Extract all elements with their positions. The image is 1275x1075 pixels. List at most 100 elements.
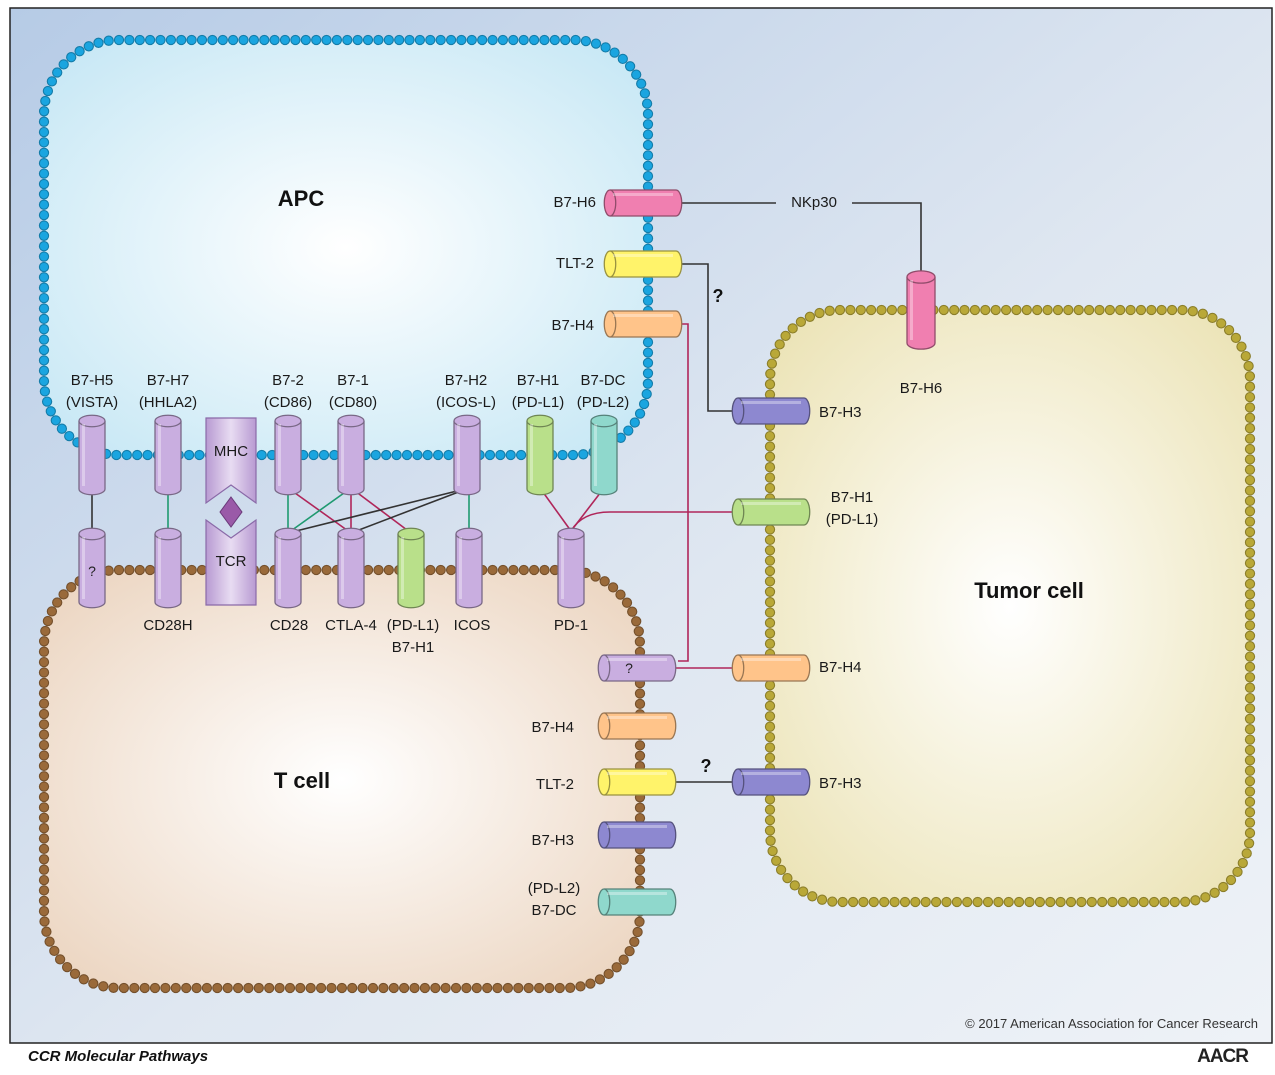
membrane-bead <box>1117 896 1129 908</box>
mhc-shape <box>205 417 257 505</box>
membrane-bead <box>631 69 642 80</box>
membrane-bead <box>134 564 145 576</box>
membrane-bead <box>1244 516 1256 527</box>
membrane-bead <box>52 597 63 608</box>
pd1-molecule <box>557 527 585 609</box>
membrane-bead <box>769 348 781 359</box>
membrane-bead <box>1000 304 1012 316</box>
membrane-bead <box>46 76 58 87</box>
membrane-bead <box>113 564 125 576</box>
tumor-b7h4-molecule <box>731 654 811 682</box>
membrane-bead <box>435 564 446 576</box>
membrane-bead <box>886 304 898 316</box>
membrane-bead <box>634 636 646 647</box>
membrane-bead <box>518 34 529 46</box>
cd28-label: CD28 <box>270 617 308 634</box>
membrane-bead <box>642 368 654 379</box>
b71-alias: (CD80) <box>329 394 377 411</box>
membrane-bead <box>578 449 589 460</box>
membrane-bead <box>38 667 50 678</box>
membrane-bead <box>38 864 50 875</box>
membrane-bead <box>1086 896 1097 908</box>
membrane-bead <box>487 564 498 576</box>
membrane-bead <box>982 896 994 908</box>
membrane-bead <box>764 638 776 649</box>
apc-b7h6-label: B7-H6 <box>553 194 596 211</box>
membrane-bead <box>38 106 50 117</box>
membrane-bead <box>38 677 50 689</box>
membrane-bead <box>83 41 94 52</box>
pdl1-pd1-line <box>539 487 572 532</box>
membrane-bead <box>300 34 311 46</box>
membrane-bead <box>144 564 156 576</box>
membrane-bead <box>217 34 228 46</box>
membrane-bead <box>149 982 161 994</box>
apc-b7h6-molecule <box>603 189 683 217</box>
membrane-bead <box>1083 304 1095 316</box>
membrane-bead <box>113 34 125 46</box>
membrane-bead <box>920 896 931 908</box>
membrane-bead <box>962 896 973 908</box>
membrane-bead <box>66 582 77 593</box>
membrane-bead <box>253 982 264 994</box>
membrane-bead <box>38 365 50 376</box>
membrane-bead <box>1244 568 1256 579</box>
membrane-bead <box>412 449 423 461</box>
membrane-bead <box>549 34 560 46</box>
membrane-bead <box>621 597 633 608</box>
b72-alias: (CD86) <box>264 394 312 411</box>
b7dc-label: B7-DC <box>580 372 625 389</box>
tcr-label: TCR <box>216 553 247 570</box>
b7h1-alias: (PD-L1) <box>512 394 565 411</box>
membrane-bead <box>201 982 213 994</box>
membrane-bead <box>764 700 776 712</box>
membrane-bead <box>641 388 652 400</box>
membrane-bead <box>1244 547 1256 558</box>
membrane-bead <box>1244 506 1256 517</box>
membrane-bead <box>38 812 50 823</box>
membrane-bead <box>764 534 776 546</box>
membrane-bead <box>38 126 50 138</box>
membrane-bead <box>461 982 472 994</box>
membrane-bead <box>565 982 576 993</box>
membrane-bead <box>1244 796 1256 808</box>
membrane-bead <box>539 34 550 46</box>
membrane-bead <box>876 304 887 316</box>
apc-cell <box>44 40 648 455</box>
membrane-bead <box>38 729 50 740</box>
membrane-bead <box>824 305 835 316</box>
tumor-cell-label: Tumor cell <box>974 578 1084 603</box>
membrane-bead <box>311 34 322 46</box>
t-b7h4-molecule <box>597 712 677 740</box>
membrane-bead <box>1244 464 1256 475</box>
membrane-bead <box>972 896 983 908</box>
membrane-bead <box>764 721 776 732</box>
membrane-bead <box>1097 896 1108 908</box>
membrane-bead <box>990 304 1001 316</box>
membrane-bead <box>1094 304 1105 316</box>
membrane-bead <box>834 304 846 316</box>
membrane-bead <box>980 304 991 316</box>
membrane-bead <box>186 34 197 46</box>
membrane-bead <box>103 35 114 46</box>
membrane-bead <box>764 555 776 566</box>
membrane-bead <box>129 982 140 994</box>
apc-ligand-labels: B7-H5 (VISTA) B7-H7 (HHLA2) B7-2 (CD86) … <box>66 372 629 411</box>
membrane-bead <box>590 38 602 49</box>
membrane-bead <box>1244 827 1256 839</box>
membrane-bead <box>38 241 50 252</box>
membrane-bead <box>560 34 571 46</box>
b72-label: B7-2 <box>272 372 304 389</box>
membrane-bead <box>409 982 420 994</box>
membrane-bead <box>477 34 488 46</box>
membrane-bead <box>1244 454 1256 465</box>
membrane-bead <box>1244 755 1256 766</box>
membrane-bead <box>969 304 981 316</box>
membrane-bead <box>497 564 509 576</box>
cd28h-molecule <box>154 527 182 609</box>
membrane-bead <box>764 617 776 629</box>
membrane-bead <box>196 34 208 46</box>
membrane-bead <box>1244 807 1256 818</box>
membrane-bead <box>1230 332 1242 344</box>
membrane-bead <box>401 449 413 461</box>
